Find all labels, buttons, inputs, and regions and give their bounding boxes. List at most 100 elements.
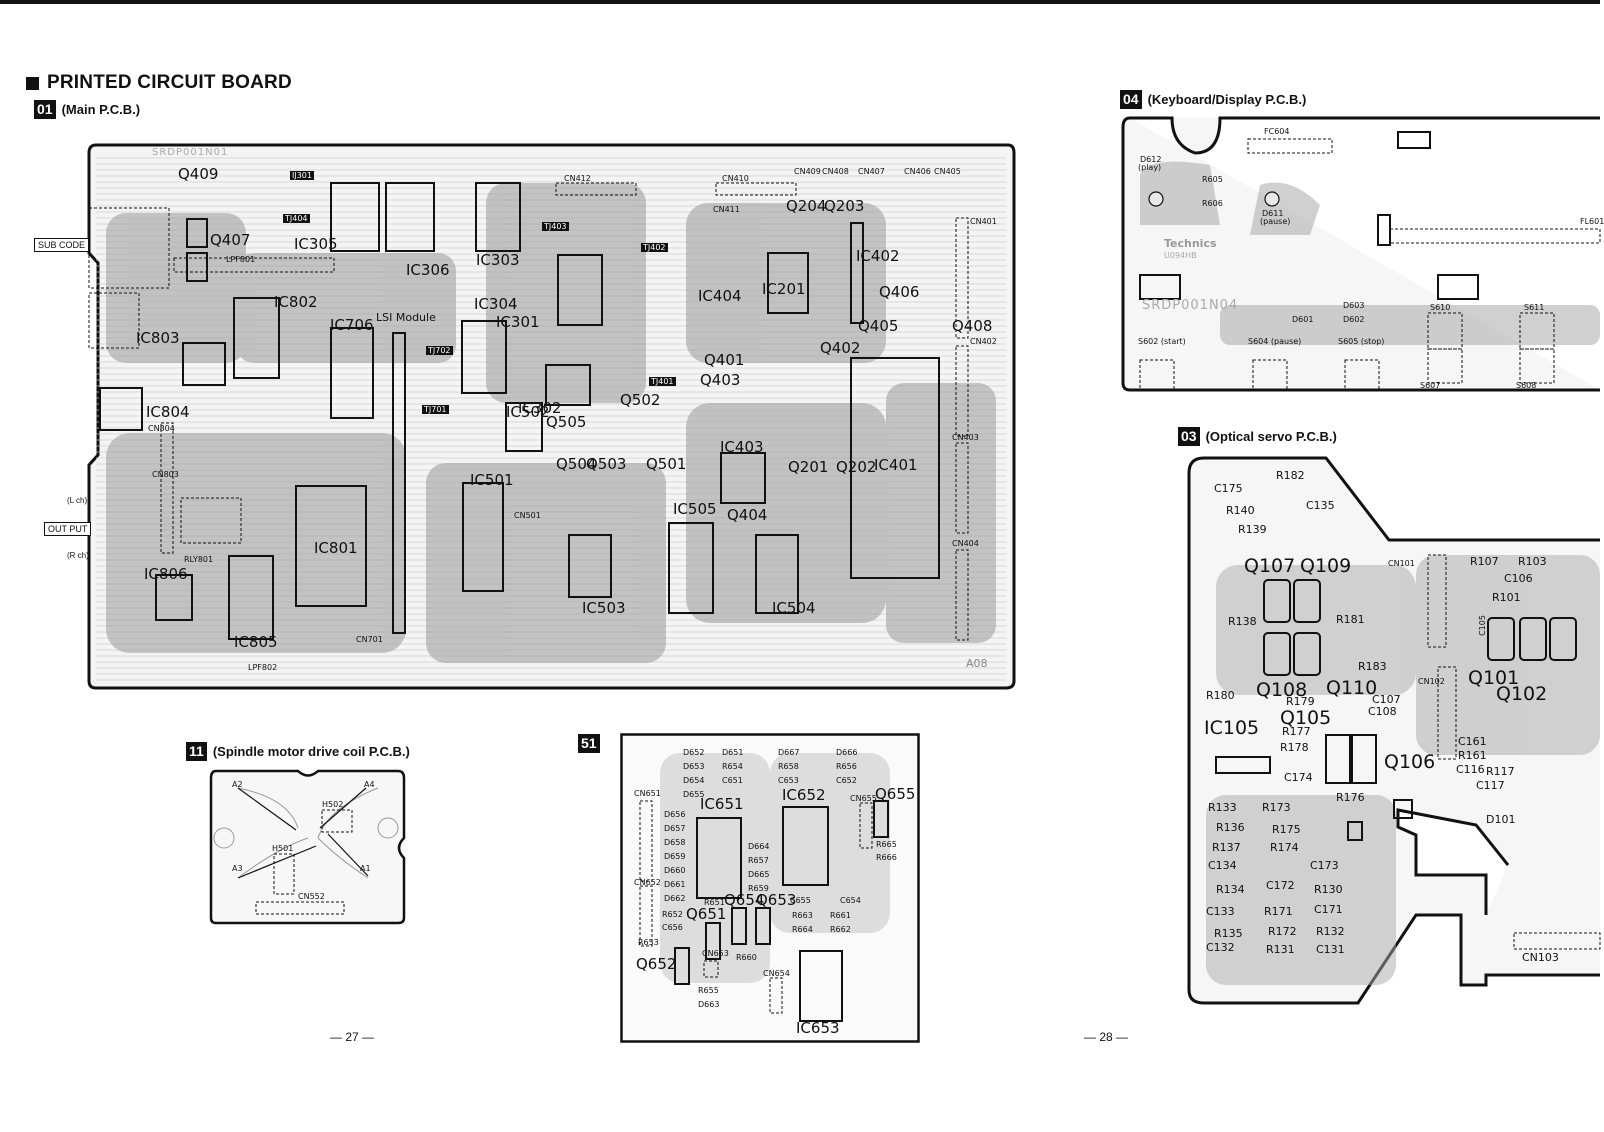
component-label: C133: [1206, 905, 1235, 918]
main-pcb-outline: [87, 143, 1016, 690]
component-label: D667: [778, 748, 800, 757]
page-title: PRINTED CIRCUIT BOARD: [26, 72, 292, 94]
component-label: C652: [836, 776, 857, 785]
component-label: Q501: [646, 455, 687, 473]
component-label: Q402: [820, 339, 861, 357]
component-label: TJ404: [283, 214, 310, 223]
component-label: A2: [232, 780, 243, 789]
component-label: CN401: [970, 217, 997, 226]
component-label: R665: [876, 840, 897, 849]
component-label: R178: [1280, 741, 1309, 754]
component-label: R140: [1226, 504, 1255, 517]
page-number: — 27 —: [330, 1030, 375, 1044]
component-label: C105: [1477, 615, 1487, 636]
component-label: R605: [1202, 175, 1223, 184]
component-label: Q504: [556, 455, 597, 473]
component-label: R655: [698, 986, 719, 995]
section-number-badge: 03: [1178, 427, 1200, 446]
component-label: D659: [664, 852, 686, 861]
component-label: CN103: [1522, 951, 1559, 964]
component-label: CN651: [634, 789, 661, 798]
brand-logo: Technics: [1164, 237, 1217, 250]
component-label: CN402: [970, 337, 997, 346]
component-label: R137: [1212, 841, 1241, 854]
component-label: Q503: [586, 455, 627, 473]
component-label: Q505: [546, 413, 587, 431]
component-label: R174: [1270, 841, 1299, 854]
component-label: C172: [1266, 879, 1295, 892]
component-label: FC604: [1264, 127, 1290, 136]
component-note: (play): [1138, 163, 1162, 172]
component-label: C108: [1368, 705, 1397, 718]
component-label: S602 (start): [1138, 337, 1186, 346]
section-heading-keyboard: 04 (Keyboard/Display P.C.B.): [1120, 90, 1306, 109]
component-label: Q105: [1280, 707, 1332, 729]
section-heading-main: 01 (Main P.C.B.): [34, 100, 140, 119]
component-label: R180: [1206, 689, 1235, 702]
rch-label: (R ch): [67, 551, 89, 560]
component-label: Q502: [620, 391, 661, 409]
component-label: D652: [683, 748, 705, 757]
component-label: CN652: [634, 878, 661, 887]
component-label: D660: [664, 866, 686, 875]
component-label: R658: [778, 762, 799, 771]
component-label: R651: [704, 898, 725, 907]
component-label: C106: [1504, 572, 1533, 585]
component-label: R663: [792, 911, 813, 920]
component-label: Q404: [727, 506, 768, 524]
component-label: C131: [1316, 943, 1345, 956]
component-label: CN101: [1388, 559, 1415, 568]
component-label: CN701: [356, 635, 383, 644]
component-label: TJ403: [542, 222, 569, 231]
component-label: Q405: [858, 317, 899, 335]
component-label: IC401: [874, 456, 918, 474]
keyboard-pcb-outline: [1121, 116, 1601, 392]
component-label: CN403: [952, 433, 979, 442]
component-label: H501: [272, 844, 294, 853]
component-label: C171: [1314, 903, 1343, 916]
component-label: IC304: [474, 295, 518, 313]
component-label: R130: [1314, 883, 1343, 896]
component-label: Q401: [704, 351, 745, 369]
component-label: CN406: [904, 167, 931, 176]
component-label: R139: [1238, 523, 1267, 536]
component-label: LSI Module: [376, 311, 436, 324]
component-label: FL601: [1580, 217, 1604, 226]
component-label: Q654: [724, 891, 765, 909]
component-label: CN410: [722, 174, 749, 183]
lch-label: (L ch): [67, 496, 88, 505]
component-label: D653: [683, 762, 705, 771]
component-label: IC404: [698, 287, 742, 305]
component-label: CN803: [152, 470, 179, 479]
component-label: C654: [840, 896, 861, 905]
keyboard-pcb-diagram: FC604 D612 (play) R605 R606 D611 (pause)…: [1120, 115, 1604, 395]
component-label: A1: [360, 864, 371, 873]
component-label: R653: [638, 938, 659, 947]
page-number: — 28 —: [1084, 1030, 1129, 1044]
component-label: R660: [736, 953, 757, 962]
board-serial: SRDP001N01: [152, 147, 229, 158]
component-label: H502: [322, 800, 344, 809]
component-label: Q406: [879, 283, 920, 301]
component-label: Q107: [1244, 555, 1296, 577]
component-label: IC806: [144, 565, 188, 583]
component-label: IC306: [406, 261, 450, 279]
section-heading-spindle: 11 (Spindle motor drive coil P.C.B.): [186, 742, 410, 761]
component-label: R107: [1470, 555, 1499, 568]
main-pcb-diagram: SRDP001N01 Q409 Q407 IJ301 TJ404 IC305 I…: [86, 143, 1016, 691]
component-label: IC805: [234, 633, 278, 651]
section-heading-optical: 03 (Optical servo P.C.B.): [1178, 427, 1337, 446]
component-label: Q408: [952, 317, 993, 335]
output-label: OUT PUT: [44, 522, 92, 536]
bullet-square-icon: [26, 76, 39, 90]
component-label: CN655: [850, 794, 877, 803]
component-label: R606: [1202, 199, 1223, 208]
component-label: D658: [664, 838, 686, 847]
spindle-pcb-diagram: A2 A4 H502 H501 A3 A1 CN552: [208, 768, 408, 926]
component-label: R654: [722, 762, 743, 771]
component-label: D612: [1140, 155, 1162, 164]
sub-code-label: SUB CODE: [34, 238, 90, 252]
component-label: C651: [722, 776, 743, 785]
component-label: R659: [748, 884, 769, 893]
component-label: C173: [1310, 859, 1339, 872]
